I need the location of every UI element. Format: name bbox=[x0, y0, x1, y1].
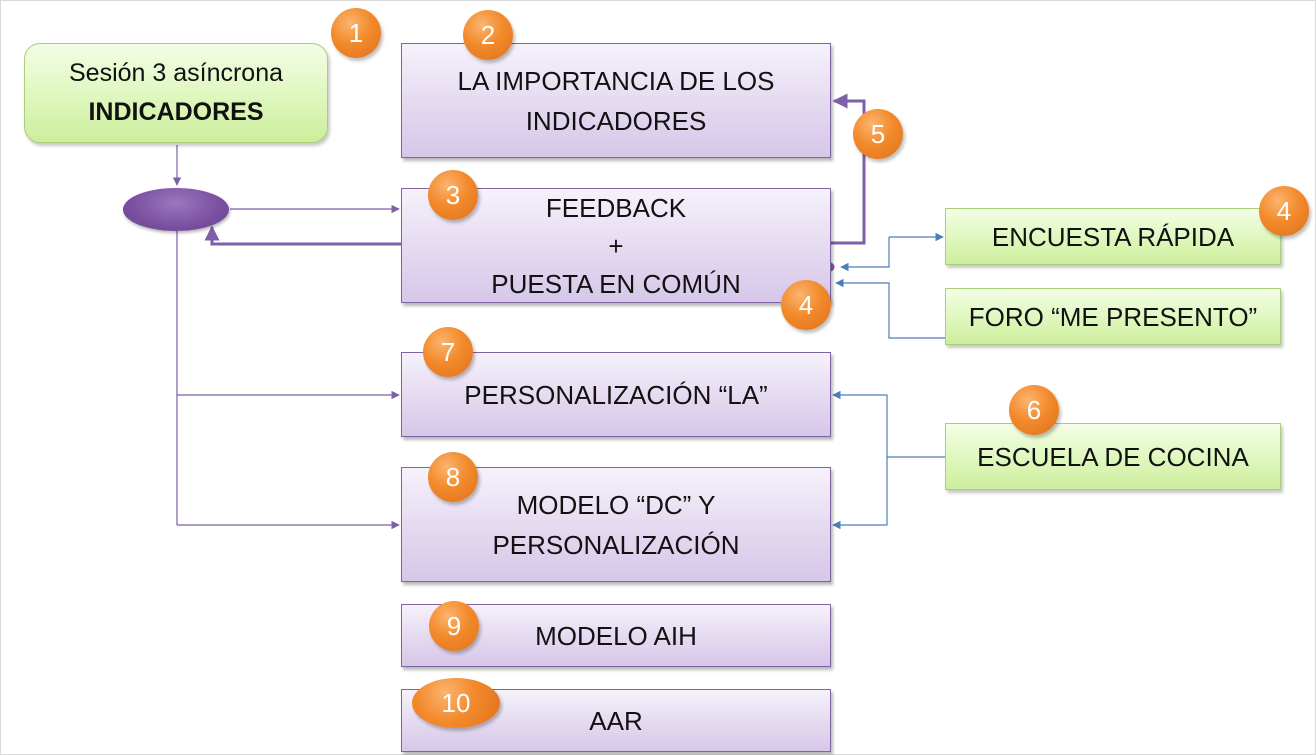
connector-foro-to-feedback bbox=[835, 278, 945, 339]
box-modelo-dc-line1: MODELO “DC” Y bbox=[516, 489, 716, 520]
box-feedback-line3: PUESTA EN COMÚN bbox=[491, 268, 741, 299]
box-feedback-line1: FEEDBACK bbox=[545, 192, 687, 223]
badge-9: 9 bbox=[429, 601, 479, 651]
badge-4-feedback: 4 bbox=[781, 280, 831, 330]
hub-ellipse bbox=[123, 188, 229, 231]
badge-1: 1 bbox=[331, 8, 381, 58]
box-escuela: ESCUELA DE COCINA bbox=[945, 423, 1281, 490]
start-box-line2: INDICADORES bbox=[88, 98, 264, 126]
box-encuesta: ENCUESTA RÁPIDA bbox=[945, 208, 1281, 265]
badge-6: 6 bbox=[1009, 385, 1059, 435]
box-importancia-line2: INDICADORES bbox=[525, 105, 707, 136]
box-importancia: LA IMPORTANCIA DE LOS INDICADORES bbox=[401, 43, 831, 158]
box-encuesta-text: ENCUESTA RÁPIDA bbox=[991, 221, 1235, 252]
box-modelo-aih-text: MODELO AIH bbox=[535, 620, 697, 651]
connector-feedback-to-hub bbox=[204, 225, 401, 246]
badge-3: 3 bbox=[428, 170, 478, 220]
connector-escuela-to-modelo-dc bbox=[832, 457, 888, 530]
box-personalizacion-la-text: PERSONALIZACIÓN “LA” bbox=[464, 379, 768, 410]
box-feedback-line2: + bbox=[608, 230, 624, 261]
box-foro: FORO “ME PRESENTO” bbox=[945, 288, 1281, 345]
badge-8: 8 bbox=[428, 452, 478, 502]
box-foro-text: FORO “ME PRESENTO” bbox=[968, 301, 1258, 332]
badge-2: 2 bbox=[463, 10, 513, 60]
box-importancia-line1: LA IMPORTANCIA DE LOS bbox=[457, 65, 775, 96]
badge-4-encuesta: 4 bbox=[1259, 186, 1309, 236]
badge-7: 7 bbox=[423, 327, 473, 377]
box-modelo-dc: MODELO “DC” Y PERSONALIZACIÓN bbox=[401, 467, 831, 582]
connector-escuela-to-personalizacion bbox=[832, 390, 888, 457]
box-modelo-dc-line2: PERSONALIZACIÓN bbox=[492, 529, 740, 560]
box-personalizacion-la: PERSONALIZACIÓN “LA” bbox=[401, 352, 831, 437]
connector-split-trunk bbox=[840, 237, 890, 272]
badge-5: 5 bbox=[853, 109, 903, 159]
badge-10: 10 bbox=[412, 678, 500, 728]
box-escuela-text: ESCUELA DE COCINA bbox=[977, 441, 1249, 472]
start-box-line1: Sesión 3 asíncrona bbox=[68, 59, 284, 87]
box-aar-text: AAR bbox=[589, 705, 643, 736]
connector-feedback-to-importancia bbox=[831, 93, 866, 245]
start-box: Sesión 3 asíncrona INDICADORES bbox=[24, 43, 328, 143]
